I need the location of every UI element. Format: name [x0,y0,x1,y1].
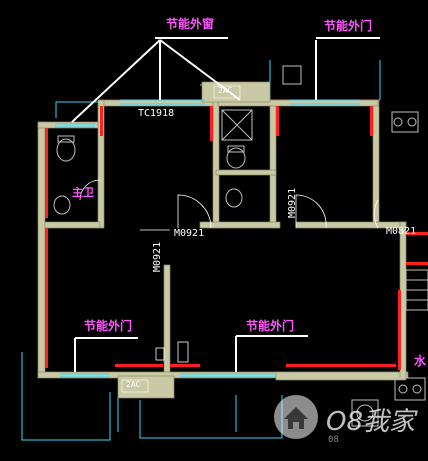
door-code-m0921-b: M0921 [152,241,163,272]
fixtures [53,65,428,427]
callout-energy-door-left: 节能外门 [84,319,133,333]
house-logo-icon [274,395,318,439]
door-code-m0921-c: M0921 [287,187,298,218]
room-label-master-bath: 主卫 [72,186,94,199]
window-code-tc1918: TC1918 [138,108,175,119]
column-markers [155,341,189,363]
ac-label-bottom: 2AC [126,380,141,389]
callout-energy-door-top: 节能外门 [324,19,373,33]
watermark: O8我家 08 [272,391,422,451]
door-code-m0821: M0821 [386,226,417,237]
watermark-sub: 08 [328,435,339,445]
door-code-m0921-a: M0921 [174,228,205,239]
ac-label-top: 2AC [218,86,233,95]
windows [55,99,360,378]
insulation-lines [45,106,428,370]
site-lines [21,60,381,441]
doors [79,179,379,231]
callout-energy-window: 节能外窗 [166,17,215,31]
ac-unit-marks [121,85,241,393]
callout-energy-door-center: 节能外门 [246,319,295,333]
walls [37,81,409,399]
callout-leaders [71,37,380,372]
room-label-water: 水 [414,354,427,368]
watermark-brand: O8我家 [326,407,416,437]
